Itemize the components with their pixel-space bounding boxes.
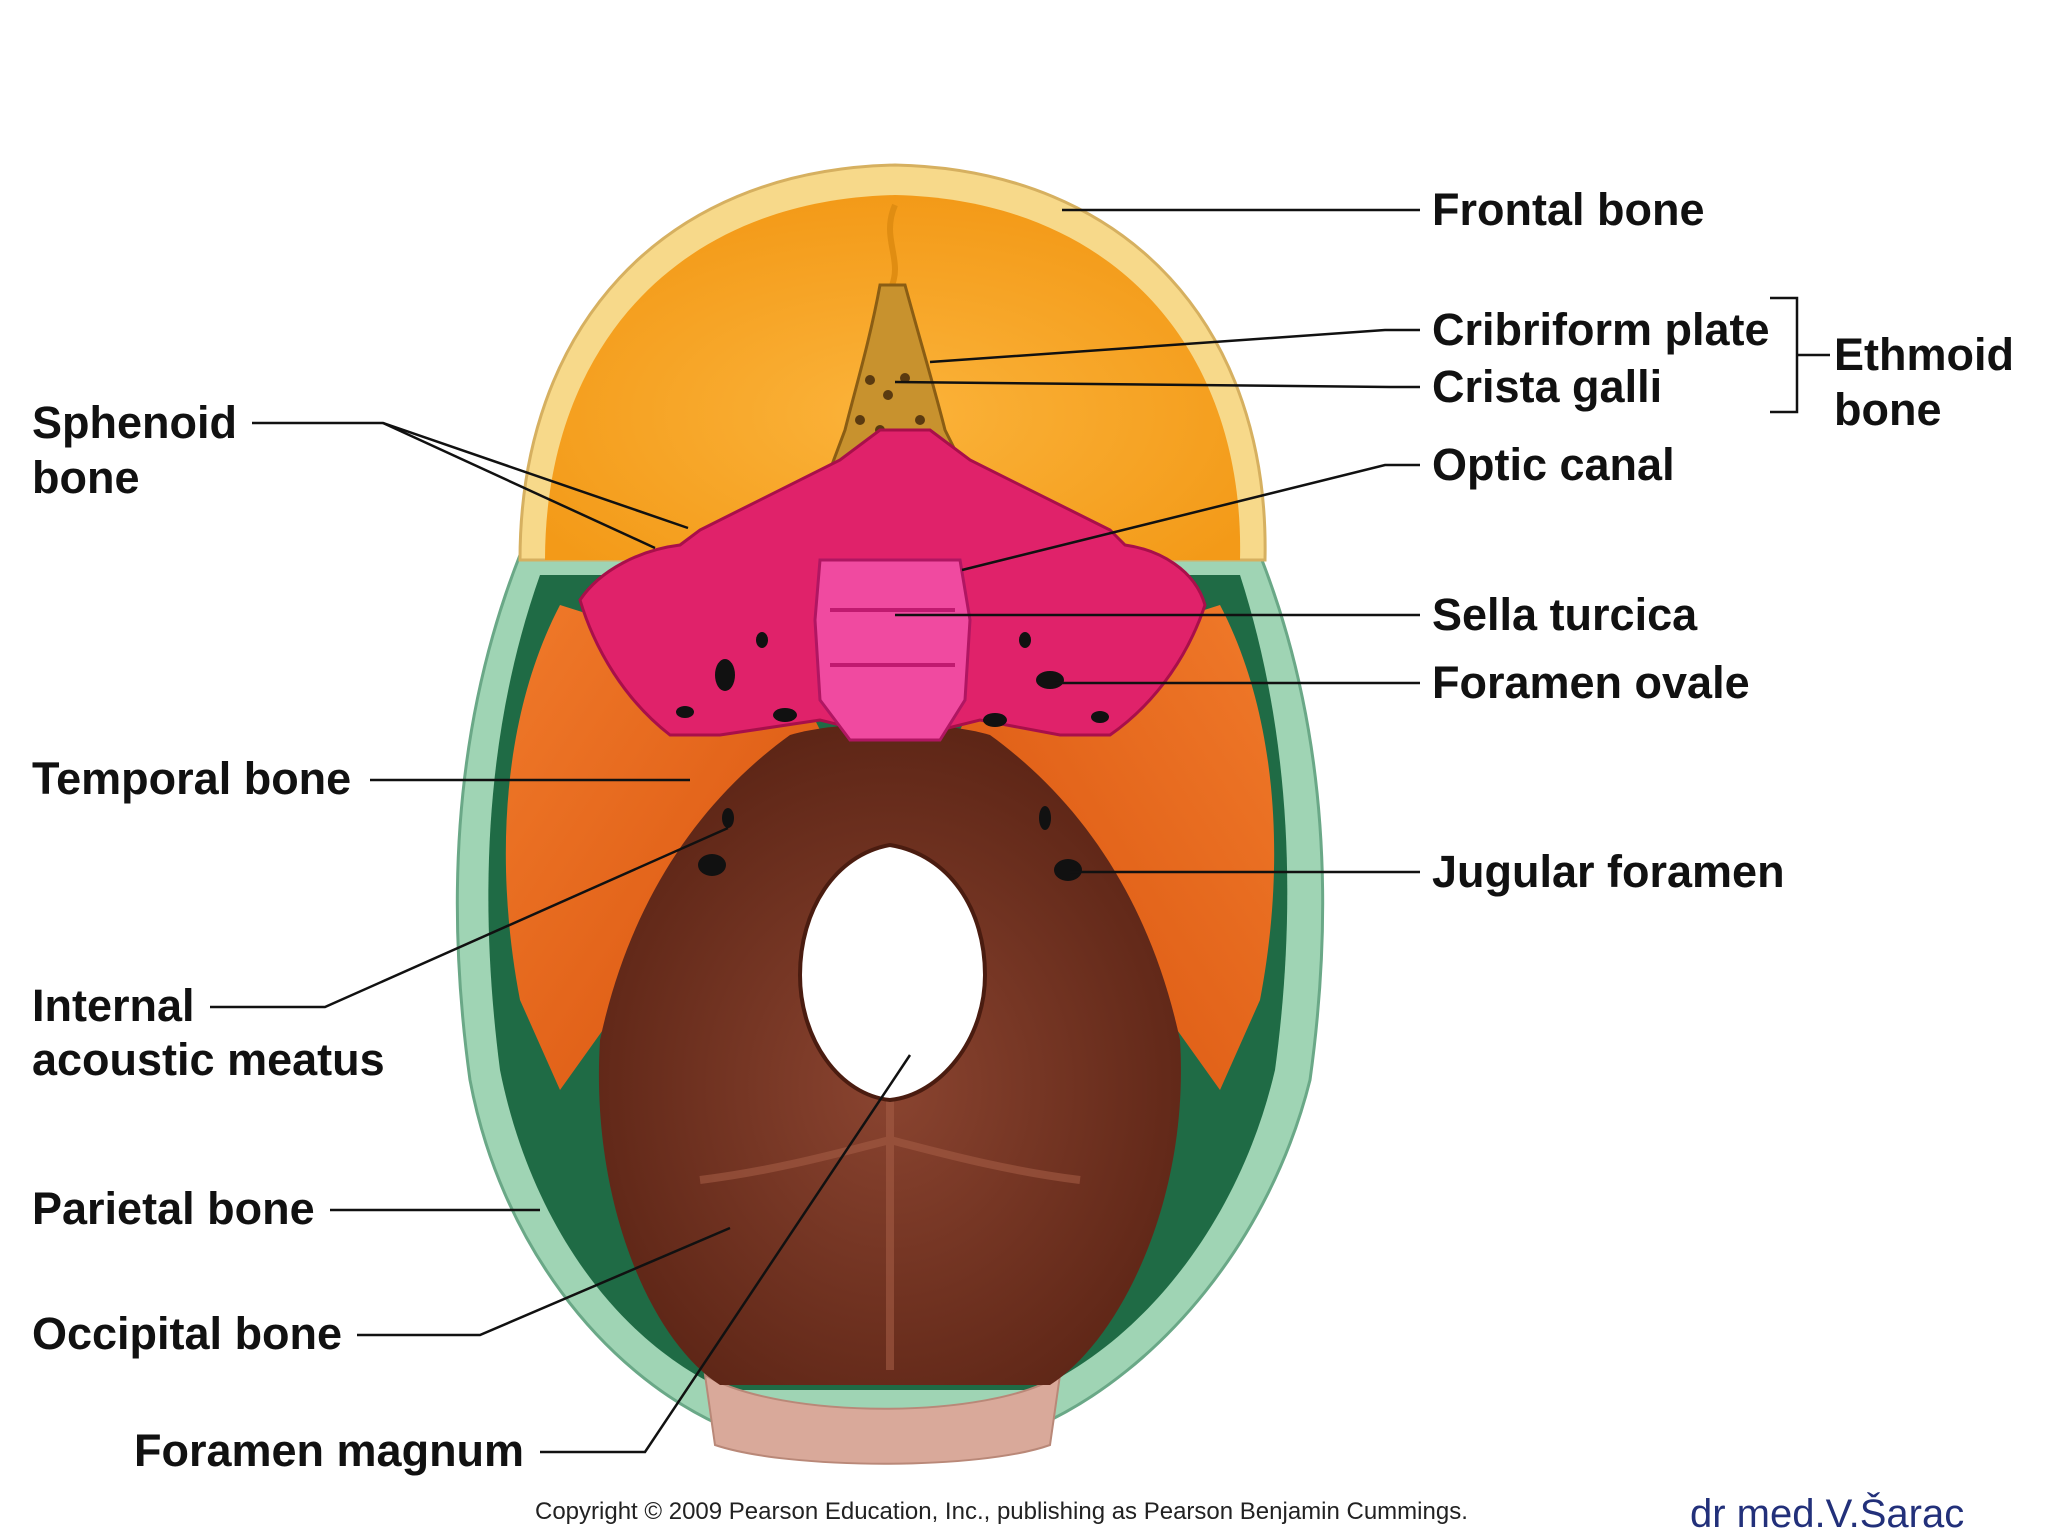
label-sphenoid-line2: bone [32,452,140,503]
sella-turcica-shape [813,558,972,742]
label-internal-acoustic-line1: Internal [32,980,195,1031]
leader-sphenoid-2 [382,421,656,550]
foramina [676,632,1109,881]
sella-ridges [830,608,955,667]
leader-cribriform [929,328,1420,364]
leader-optic [961,463,1420,572]
label-optic-canal: Optic canal [1432,439,1675,490]
label-crista-galli: Crista galli [1432,361,1663,412]
leader-occipital [357,1226,731,1337]
label-parietal-bone: Parietal bone [32,1183,315,1234]
label-ethmoid-line1: Ethmoid [1834,329,2014,380]
leader-internal-acoustic [210,826,729,1009]
leader-foramen-magnum [540,1054,912,1454]
label-foramen-magnum: Foramen magnum [134,1425,525,1476]
foramen-magnum-hole [797,842,988,1103]
label-temporal-bone: Temporal bone [32,753,352,804]
occipital-ridges [699,1080,1081,1370]
label-occipital-bone: Occipital bone [32,1308,343,1359]
leader-lines [210,208,1830,1454]
label-internal-acoustic-line2: acoustic meatus [32,1034,385,1085]
ethmoid-bracket [1770,296,1799,414]
label-sphenoid-line1: Sphenoid [32,397,237,448]
occipital-rim [703,1372,1062,1465]
label-ethmoid-line2: bone [1834,384,1942,435]
label-frontal-bone: Frontal bone [1432,184,1705,235]
label-foramen-ovale: Foramen ovale [1432,657,1750,708]
leader-crista [894,380,1420,389]
label-sella-turcica: Sella turcica [1432,589,1698,640]
label-cribriform-plate: Cribriform plate [1432,304,1770,355]
frontal-crest [887,203,898,292]
label-jugular-foramen: Jugular foramen [1432,846,1785,897]
copyright-text: Copyright © 2009 Pearson Education, Inc.… [535,1498,1468,1525]
author-credit: dr med.V.Šarac [1690,1492,1965,1536]
